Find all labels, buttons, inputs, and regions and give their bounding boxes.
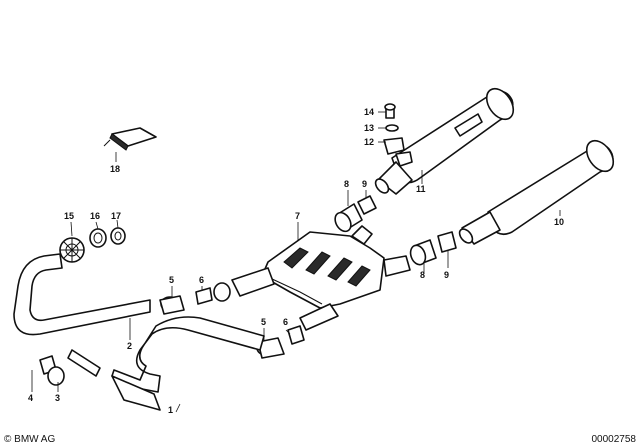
callout-3: 3	[55, 393, 60, 403]
callout-8b: 8	[420, 270, 425, 280]
callout-1: 1	[168, 405, 173, 415]
callout-6a: 6	[199, 275, 204, 285]
drawing-number: 00002758	[591, 434, 637, 445]
callout-15: 15	[64, 211, 74, 221]
part-18-bracket	[103, 127, 157, 151]
part-2-header-pipe	[13, 253, 151, 336]
callout-14: 14	[364, 107, 374, 117]
parts-15-17-rings	[59, 227, 126, 263]
callout-7: 7	[295, 211, 300, 221]
callout-16: 16	[90, 211, 100, 221]
callout-9a: 9	[362, 179, 367, 189]
callout-8a: 8	[344, 179, 349, 189]
callout-5a: 5	[169, 275, 174, 285]
callout-2: 2	[127, 341, 132, 351]
parts-8-9-clamps-right	[409, 231, 457, 266]
callout-12: 12	[364, 137, 374, 147]
parts-5-6-clamps-left	[159, 282, 231, 315]
callout-13: 13	[364, 123, 374, 133]
callout-6b: 6	[283, 317, 288, 327]
callout-11: 11	[416, 184, 426, 194]
callout-18: 18	[110, 164, 120, 174]
part-1-header-pipe	[67, 316, 265, 411]
callout-5b: 5	[261, 317, 266, 327]
part-7-collector-box	[231, 225, 411, 331]
parts-12-14-mount-hardware	[383, 103, 405, 155]
callout-labels: 1 2 3 4 5 6 5 6 7 8 9 8 9 10 11 12 13 14…	[28, 107, 564, 415]
callout-9b: 9	[444, 270, 449, 280]
parts-3-4-clamps	[39, 355, 65, 386]
parts-5-6-clamps-lower	[256, 325, 305, 359]
leader-lines	[31, 111, 561, 413]
parts-8-9-clamps-upper	[334, 195, 377, 233]
part-11-muffler-left	[374, 87, 515, 195]
callout-4: 4	[28, 393, 33, 403]
part-10-muffler-right	[458, 139, 615, 245]
callout-10: 10	[554, 217, 564, 227]
copyright-text: © BMW AG	[4, 434, 56, 445]
callout-17: 17	[111, 211, 121, 221]
